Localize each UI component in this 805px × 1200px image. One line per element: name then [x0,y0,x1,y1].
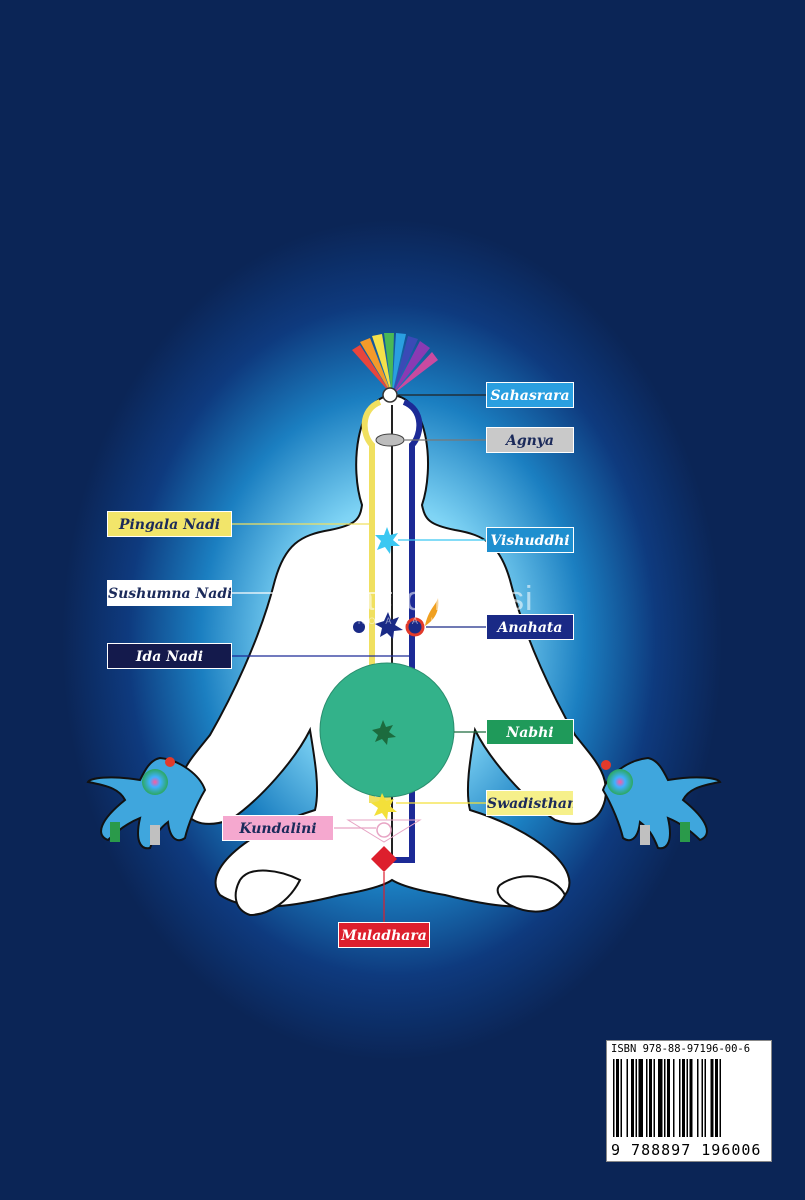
anahata-left-dot [353,621,365,633]
agnya-dot [375,433,405,447]
barcode-bar [701,1059,703,1137]
barcode-digits: 9 788897 196006 [611,1141,762,1159]
label-anahata: Anahata [486,614,574,640]
barcode-bar [686,1059,688,1137]
sahasrara-lotus [352,333,438,395]
barcode-bar [715,1059,718,1137]
watermark-logo-icon [273,583,317,627]
barcode-bar [710,1059,714,1137]
nabhi-star [372,720,396,745]
barcode-bar [689,1059,693,1137]
barcode-bar [653,1059,655,1137]
barcode-bar [673,1059,675,1137]
anahata-right-ring [405,617,425,637]
vishuddhi-star [375,527,400,554]
leader-lines [232,394,486,922]
barcode-bar [682,1059,685,1137]
label-vishuddhi: Vishuddhi [486,527,574,553]
label-sushumna-nadi: Sushumna Nadi [107,580,232,606]
label-muladhara: Muladhara [338,922,430,948]
barcode-bar [616,1059,619,1137]
barcode-bar [704,1059,706,1137]
left-hand [86,756,207,850]
label-ida-nadi: Ida Nadi [107,643,232,669]
anahata-flame [425,598,439,626]
watermark-tagline: ALTRO A NATURALE [330,616,481,626]
isbn-text: ISBN 978-88-97196-00-6 [611,1043,751,1055]
label-sahasrara: Sahasrara [486,382,574,408]
barcode-bar [664,1059,666,1137]
barcode-bar [646,1059,648,1137]
label-nabhi: Nabhi [486,719,574,745]
barcode-bar [620,1059,622,1137]
barcode-bars [613,1059,721,1137]
barcode-bar [649,1059,652,1137]
sahasrara-dot [382,387,398,403]
swadisthan-star [371,793,397,820]
kundalini-triangle [346,819,422,843]
anahata-star [375,612,403,639]
barcode-bar [667,1059,670,1137]
watermark-brand: macrolibrarsi [326,580,534,618]
right-hand [601,756,722,850]
isbn-barcode: ISBN 978-88-97196-00-6 9 788897 196006 [606,1040,772,1162]
barcode-bar [719,1059,721,1137]
barcode-bar [697,1059,699,1137]
barcode-bar [679,1059,681,1137]
left-palm-chakra [142,769,168,795]
barcode-bar [613,1059,615,1137]
label-agnya: Agnya [486,427,574,453]
label-pingala-nadi: Pingala Nadi [107,511,232,537]
muladhara-diamond [371,846,397,872]
barcode-bar [635,1059,637,1137]
left-foot [234,869,302,917]
barcode-bar [638,1059,643,1137]
right-foot [496,875,567,913]
label-kundalini: Kundalini [222,815,334,841]
barcode-bar [631,1059,634,1137]
barcode-bar [626,1059,628,1137]
barcode-bar [658,1059,663,1137]
kundalini-spiral [376,822,392,838]
ida-nadi-line [392,399,423,863]
label-swadisthan: Swadisthan [486,790,574,816]
watermark: macrolibrarsi ALTRO A NATURALE [270,580,600,630]
pingala-nadi-line [361,399,392,803]
right-palm-chakra [607,769,633,795]
